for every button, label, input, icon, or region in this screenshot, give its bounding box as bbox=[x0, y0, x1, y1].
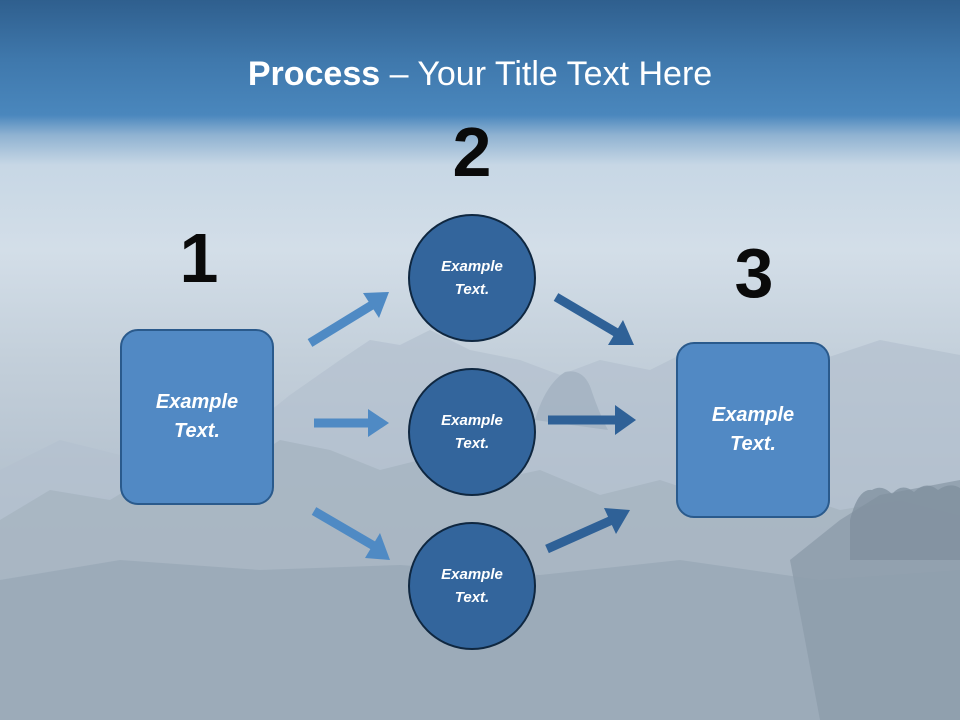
step-1-box: Example Text. bbox=[120, 329, 274, 505]
title-rest: – Your Title Text Here bbox=[380, 55, 713, 93]
step-number-3: 3 bbox=[734, 234, 774, 312]
step-2-circle-top: Example Text. bbox=[408, 214, 536, 342]
arrow-circle-middle-to-box bbox=[548, 405, 636, 435]
step-2-circle-middle: Example Text. bbox=[408, 368, 536, 496]
step-3-box-text: Example Text. bbox=[711, 404, 795, 455]
circle-middle-text: Example Text. bbox=[441, 412, 503, 452]
step-number-2: 2 bbox=[452, 113, 492, 191]
circle-bottom-text: Example Text. bbox=[441, 566, 503, 606]
title-bold: Process bbox=[247, 55, 381, 93]
arrow-box-to-circle-bottom bbox=[311, 507, 390, 560]
step-2-circle-bottom: Example Text. bbox=[408, 522, 536, 650]
sugarloaf-mountain bbox=[535, 371, 608, 430]
arrow-box-to-circle-top bbox=[307, 292, 389, 347]
step-number-1: 1 bbox=[179, 219, 219, 297]
tourist-crowd bbox=[850, 485, 960, 560]
arrow-circle-bottom-to-box bbox=[545, 508, 630, 554]
arrow-circle-top-to-box bbox=[553, 293, 634, 345]
circle-top-text: Example Text. bbox=[441, 258, 503, 298]
slide-title: Process – Your Title Text Here bbox=[0, 52, 960, 96]
arrow-box-to-circle-middle bbox=[314, 409, 389, 437]
step-3-box: Example Text. bbox=[676, 342, 830, 518]
step-1-box-text: Example Text. bbox=[155, 391, 239, 442]
